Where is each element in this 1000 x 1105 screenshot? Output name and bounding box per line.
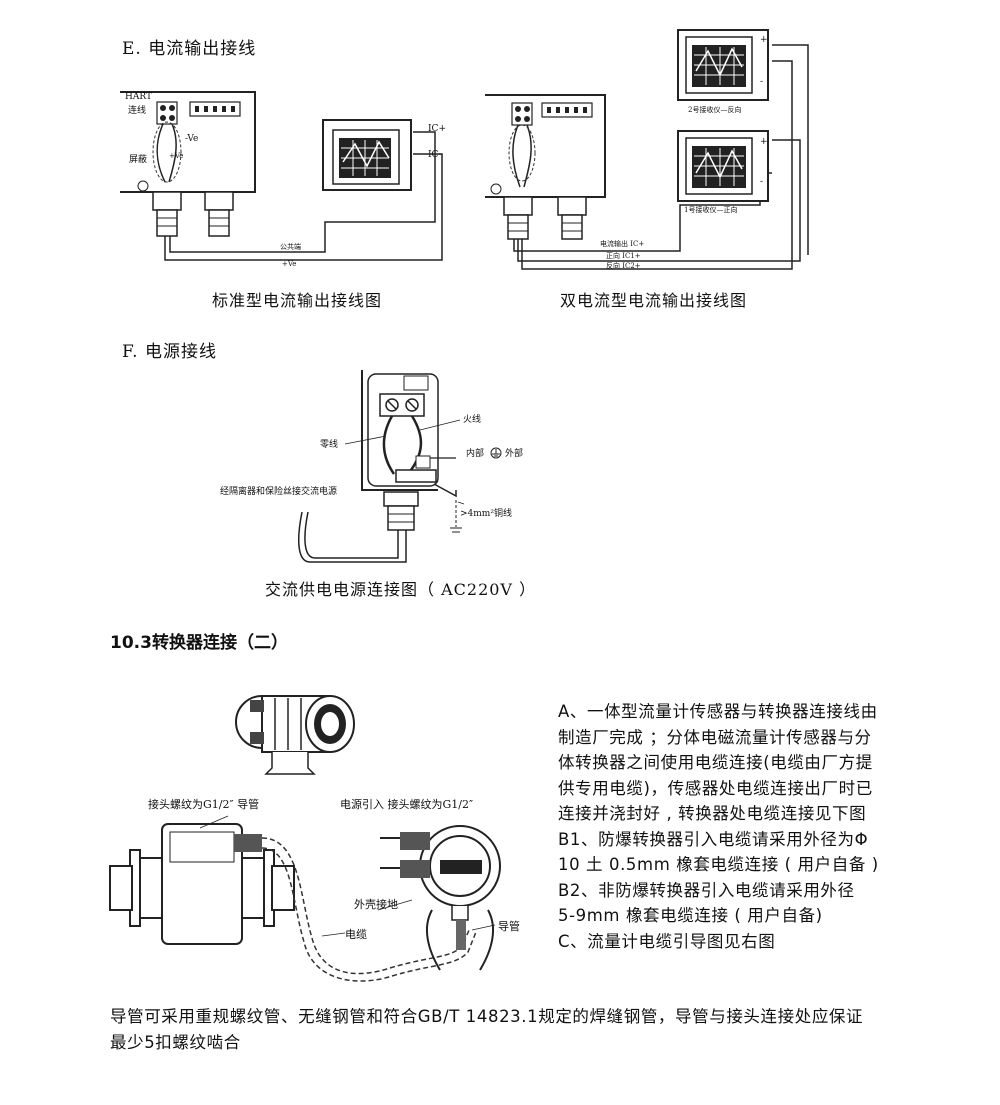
housing-ground-label: 外壳接地	[354, 898, 398, 911]
paragraph-line: C、流量计电缆引导图见右图	[558, 931, 776, 951]
cable-label: 电缆	[345, 928, 367, 941]
power-wiring-caption: 交流供电电源连接图（ AC220V ）	[265, 580, 537, 599]
paragraph-line: B2、非防爆转换器引入电缆请采用外径	[558, 880, 855, 900]
ic-minus-label: IC-	[428, 150, 442, 160]
dual-wiring-diagram: 2号接收仪—反向 1号接收仪—正向 + - + - 电流输出 IC+ 正向 IC…	[480, 25, 820, 275]
transmitter-brand: FlowMaster	[443, 854, 486, 862]
live-wire-label: 火线	[463, 415, 482, 425]
section-f-title: F. 电源接线	[122, 342, 217, 362]
paragraph-line: A、一体型流量计传感器与转换器连接线由	[558, 702, 878, 721]
converter-description: A、一体型流量计传感器与转换器连接线由 制造厂完成 ；分体电磁流量计传感器与分 …	[558, 699, 988, 954]
section-103-heading: 10.3转换器连接（二）	[110, 633, 288, 653]
conduit-label: 导管	[498, 920, 520, 933]
hart-sub-label: 连线	[128, 106, 147, 116]
receiver1-minus: -	[760, 177, 764, 187]
standard-wiring-diagram: HART 连线 屏蔽 -Ve +Ve IC+ IC- 公共端 +Ve	[115, 82, 460, 272]
power-in-thread-label: 电源引入 接头螺纹为G1/2″	[340, 798, 474, 811]
paragraph-line: 制造厂完成 ；分体电磁流量计传感器与分	[558, 727, 872, 747]
dual-wiring-svg	[485, 29, 809, 270]
inner-label: 内部	[466, 449, 485, 459]
shield-label: 屏蔽	[129, 155, 148, 165]
outer-label: 外部	[505, 449, 524, 459]
footer-line: 导管可采用重规螺纹管、无缝钢管和符合GB/T 14823.1规定的焊缝钢管，导管…	[110, 1007, 864, 1026]
receiver1-plus: +	[760, 137, 768, 147]
power-wiring-svg	[297, 370, 502, 563]
receiver1-label: 1号接收仪—正向	[684, 206, 738, 214]
pos-ve-small-label: +Ve	[169, 152, 184, 160]
neutral-wire-label: 零线	[320, 440, 339, 450]
standard-wiring-svg	[120, 91, 443, 261]
power-source-label: 经隔离器和保险丝接交流电源	[220, 487, 338, 497]
common-label: 公共端	[280, 243, 301, 251]
reverse-label: 反向 IC2+	[606, 262, 641, 270]
receiver2-minus: -	[760, 77, 764, 87]
paragraph-line: 10 土 0.5mm 橡套电缆连接 ( 用户自备 )	[558, 855, 879, 874]
hart-label: HART	[125, 92, 152, 102]
section-e-title: E. 电流输出接线	[122, 39, 257, 59]
paragraph-line: 连接并浇封好 , 转换器处电缆连接见下图	[558, 804, 867, 823]
current-output-label: 电流输出 IC+	[600, 240, 645, 248]
conduit-requirement-note: 导管可采用重规螺纹管、无缝钢管和符合GB/T 14823.1规定的焊缝钢管，导管…	[110, 1004, 990, 1055]
paragraph-line: B1、防爆转换器引入电缆请采用外径为Φ	[558, 829, 869, 849]
pos-ve-label: +Ve	[282, 260, 297, 268]
paragraph-line: 5-9mm 橡套电缆连接 ( 用户自备)	[558, 906, 823, 925]
neg-ve-label: -Ve	[185, 134, 199, 144]
receiver2-plus: +	[760, 35, 768, 45]
sensor-thread-label: 接头螺纹为G1/2″ 导管	[148, 798, 260, 811]
converter-connection-diagram: 接头螺纹为G1/2″ 导管 电源引入 接头螺纹为G1/2″ FlowMaster…	[100, 688, 540, 988]
converter-connection-svg	[109, 695, 501, 982]
paragraph-line: 供专用电缆)，传感器处电缆连接出厂时已	[558, 778, 873, 798]
standard-wiring-caption: 标准型电流输出接线图	[212, 291, 383, 310]
receiver2-label: 2号接收仪—反向	[688, 106, 742, 114]
paragraph-line: 体转换器之间使用电缆连接(电缆由厂方提	[558, 753, 873, 772]
ic-plus-label: IC+	[428, 124, 446, 134]
copper-wire-label: >4mm²铜线	[460, 509, 512, 519]
footer-line: 最少5扣螺纹啮合	[110, 1032, 241, 1052]
power-wiring-diagram: 火线 零线 内部 外部 经隔离器和保险丝接交流电源 >4mm²铜线	[220, 362, 560, 572]
forward-label: 正向 IC1+	[606, 252, 641, 260]
dual-wiring-caption: 双电流型电流输出接线图	[560, 291, 748, 310]
